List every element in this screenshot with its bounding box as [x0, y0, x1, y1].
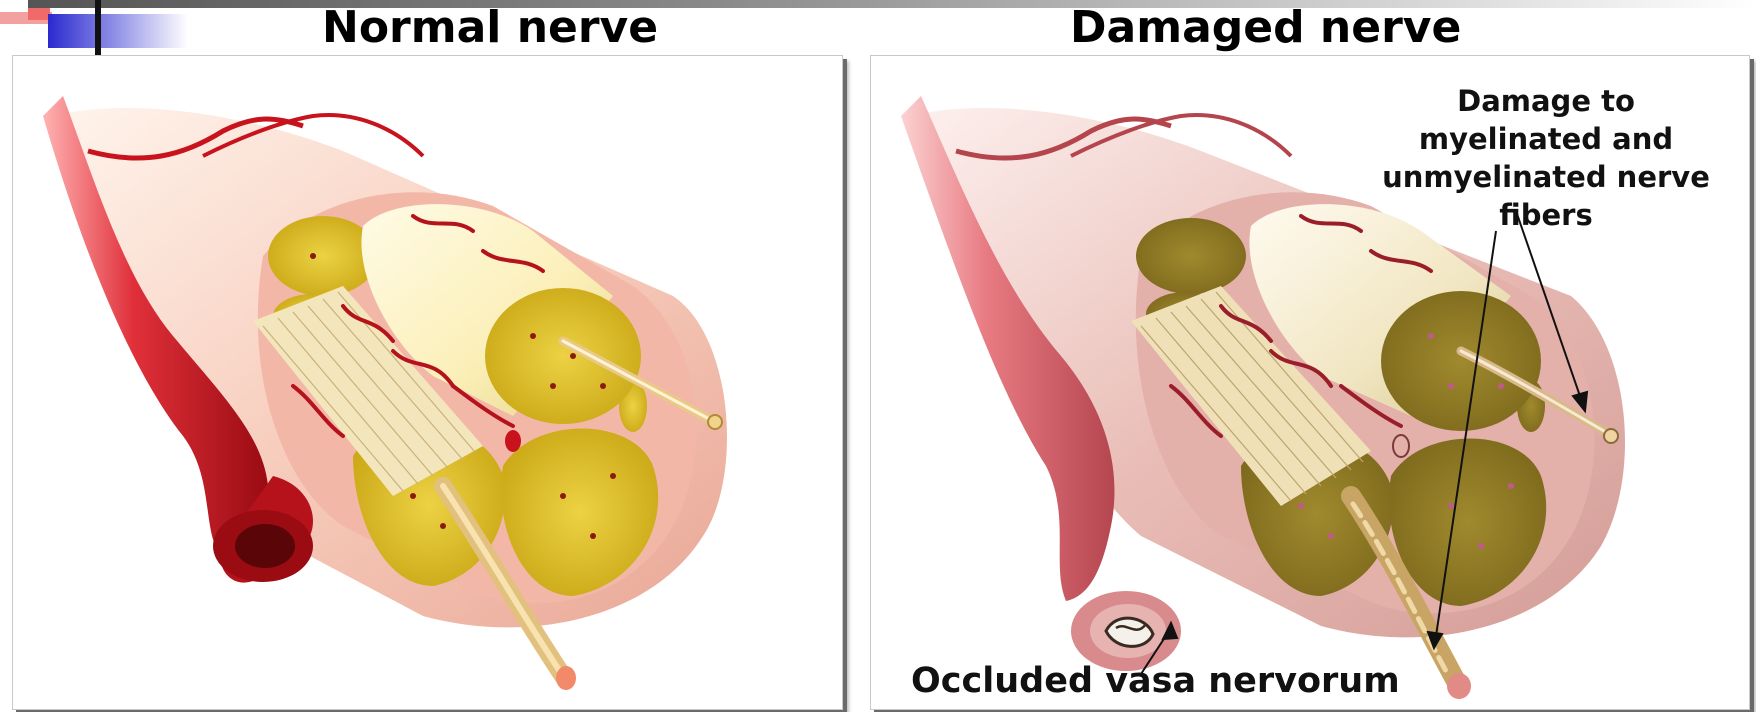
annotation-line: unmyelinated nerve [1346, 158, 1746, 196]
occluded-vasa-nervorum-label: Occluded vasa nervorum [911, 661, 1391, 701]
annotation-line: myelinated and [1346, 120, 1746, 158]
damaged-nerve-title: Damaged nerve [1070, 2, 1440, 53]
normal-nerve-panel [12, 55, 843, 710]
top-rule [28, 0, 1756, 8]
annotation-line: Damage to [1346, 82, 1746, 120]
accent-bar [95, 0, 101, 56]
annotation-line: fibers [1346, 196, 1746, 234]
normal-nerve-illustration [13, 56, 842, 709]
damaged-nerve-panel: Damage to myelinated and unmyelinated ne… [870, 55, 1750, 710]
normal-nerve-title: Normal nerve [322, 2, 632, 53]
damaged-fibers-annotation: Damage to myelinated and unmyelinated ne… [1346, 82, 1746, 234]
